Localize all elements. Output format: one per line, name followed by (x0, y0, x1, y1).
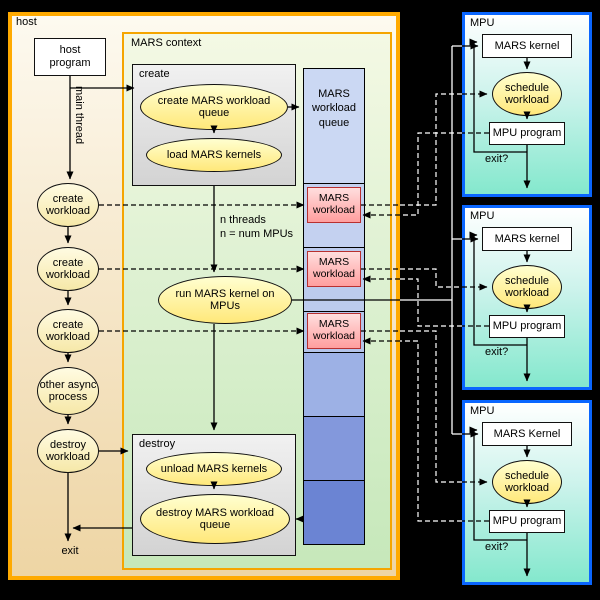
schedule-workload-node: schedule workload (492, 72, 562, 116)
mpu-title: MPU (470, 210, 495, 222)
destroy-queue-node: destroy MARS workload queue (140, 494, 290, 544)
workload-item: MARS workload (307, 251, 361, 287)
mpu-exit-label: exit? (485, 346, 509, 358)
create-workload-node: create workload (37, 309, 99, 353)
mpu-program-box: MPU program (489, 510, 565, 533)
schedule-workload-node: schedule workload (492, 265, 562, 309)
mars-kernel-box: MARS kernel (482, 34, 572, 58)
mars-context-title: MARS context (131, 37, 202, 49)
schedule-workload-node: schedule workload (492, 460, 562, 504)
queue-cell (304, 417, 364, 481)
mpu-box: MPU MARS Kernel schedule workload MPU pr… (462, 400, 592, 585)
host-title: host (16, 16, 37, 28)
queue-cell (304, 353, 364, 417)
mpu-exit-label: exit? (485, 541, 509, 553)
mpu-title: MPU (470, 405, 495, 417)
create-group-title: create (139, 68, 170, 80)
mpu-program-box: MPU program (489, 315, 565, 338)
workload-item: MARS workload (307, 187, 361, 223)
mars-kernel-box: MARS kernel (482, 227, 572, 251)
mpu-title: MPU (470, 17, 495, 29)
mpu-program-box: MPU program (489, 122, 565, 145)
threads-note: n threads n = num MPUs (220, 214, 294, 241)
workload-queue-title: MARS workload queue (304, 69, 364, 184)
workload-item: MARS workload (307, 313, 361, 349)
unload-kernels-node: unload MARS kernels (146, 452, 282, 486)
create-workload-node: create workload (37, 183, 99, 227)
main-thread-label: main thread (73, 86, 85, 145)
mpu-box: MPU MARS kernel schedule workload MPU pr… (462, 205, 592, 390)
mpu-box: MPU MARS kernel schedule workload MPU pr… (462, 12, 592, 197)
other-async-process-node: other async process (37, 367, 99, 415)
host-program-box: host program (34, 38, 106, 76)
workload-queue: MARS workload queue (303, 68, 365, 545)
mars-kernel-box: MARS Kernel (482, 422, 572, 446)
load-kernels-node: load MARS kernels (146, 138, 282, 172)
exit-label: exit (61, 545, 79, 557)
queue-cell (304, 481, 364, 544)
create-workload-node: create workload (37, 247, 99, 291)
run-kernel-node: run MARS kernel on MPUs (158, 276, 292, 324)
destroy-workload-node: destroy workload (37, 429, 99, 473)
dashed-connectors-gap (400, 93, 462, 522)
mpu-exit-label: exit? (485, 153, 509, 165)
create-queue-node: create MARS workload queue (140, 84, 288, 130)
destroy-group-title: destroy (139, 438, 176, 450)
solid-flow-arrows-gap (400, 45, 462, 435)
